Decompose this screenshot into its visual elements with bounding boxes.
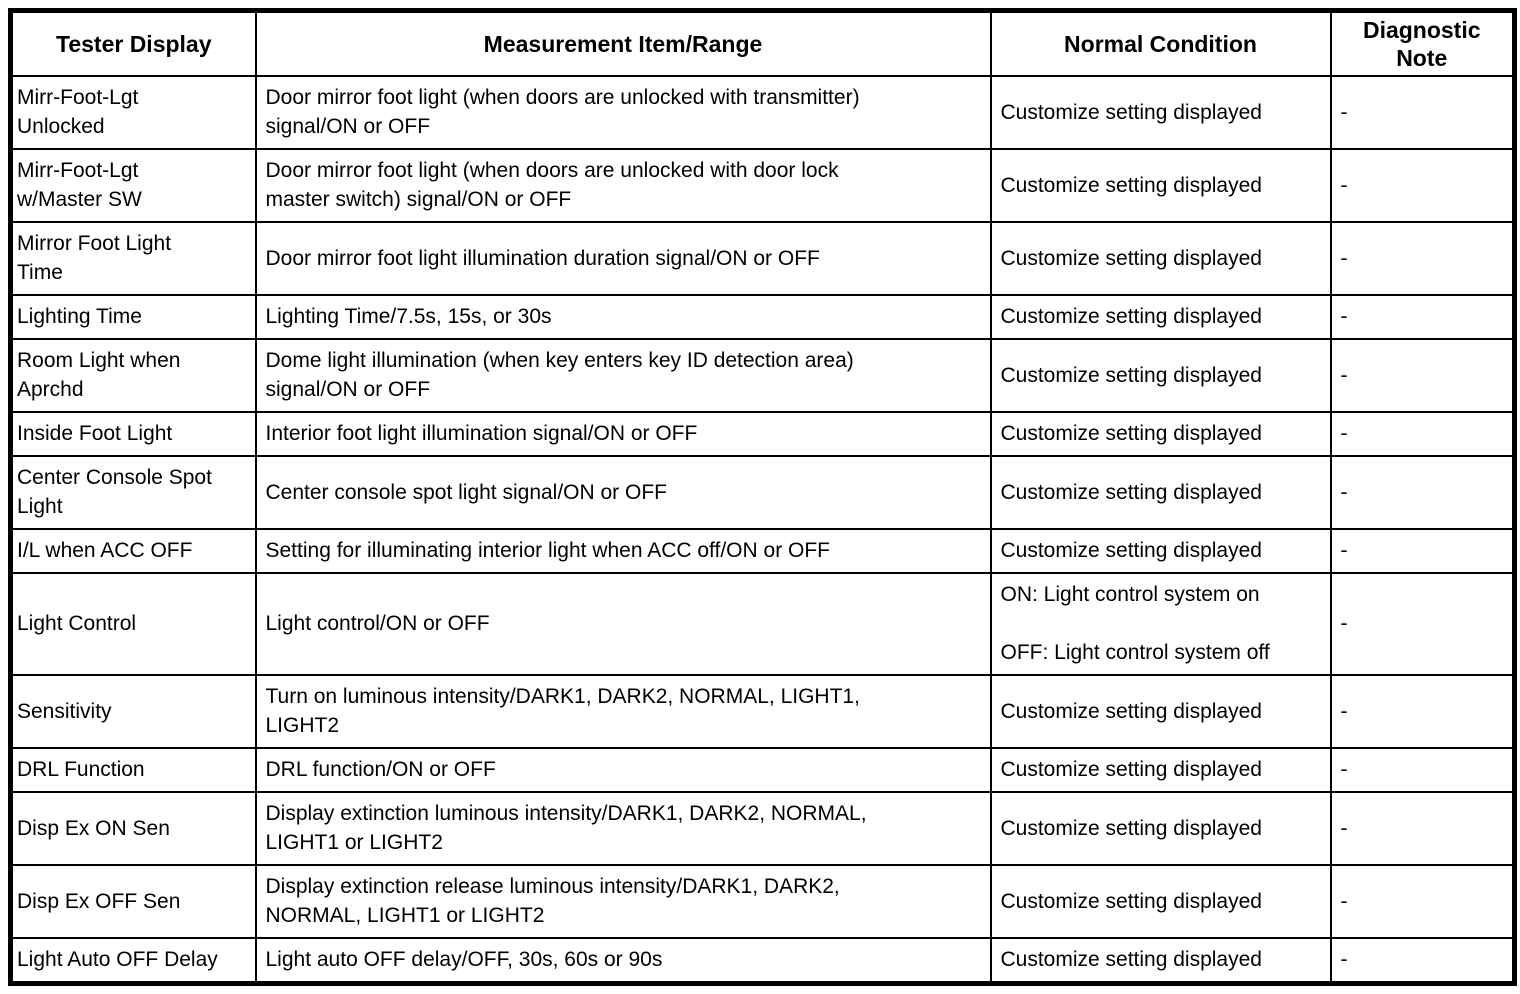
cell-measurement-item-range: Turn on luminous intensity/DARK1, DARK2,…: [254, 674, 992, 749]
cell-normal-condition: Customize setting displayed: [989, 528, 1332, 574]
cell-normal-condition: ON: Light control system on OFF: Light c…: [989, 572, 1332, 676]
cell-normal-condition: Customize setting displayed: [989, 148, 1332, 223]
cell-measurement-item-range: DRL function/ON or OFF: [254, 747, 992, 793]
cell-diagnostic-note: -: [1329, 411, 1516, 457]
cell-diagnostic-note: -: [1329, 338, 1516, 413]
cell-normal-condition: Customize setting displayed: [989, 75, 1332, 150]
cell-normal-condition: Customize setting displayed: [989, 791, 1332, 866]
cell-normal-condition: Customize setting displayed: [989, 411, 1332, 457]
cell-tester-display: Disp Ex OFF Sen: [9, 864, 257, 939]
cell-tester-display: Lighting Time: [9, 294, 257, 340]
cell-normal-condition: Customize setting displayed: [989, 864, 1332, 939]
header-tester-display: Tester Display: [9, 9, 257, 77]
cell-diagnostic-note: -: [1329, 674, 1516, 749]
cell-diagnostic-note: -: [1329, 75, 1516, 150]
cell-diagnostic-note: -: [1329, 528, 1516, 574]
cell-diagnostic-note: -: [1329, 747, 1516, 793]
header-measurement-item-range: Measurement Item/Range: [254, 9, 992, 77]
cell-normal-condition: Customize setting displayed: [989, 937, 1332, 985]
cell-normal-condition: Customize setting displayed: [989, 294, 1332, 340]
cell-measurement-item-range: Dome light illumination (when key enters…: [254, 338, 992, 413]
cell-diagnostic-note: -: [1329, 148, 1516, 223]
cell-diagnostic-note: -: [1329, 572, 1516, 676]
cell-measurement-item-range: Light control/ON or OFF: [254, 572, 992, 676]
cell-tester-display: DRL Function: [9, 747, 257, 793]
cell-diagnostic-note: -: [1329, 937, 1516, 985]
cell-tester-display: Light Control: [9, 572, 257, 676]
header-normal-condition: Normal Condition: [989, 9, 1332, 77]
cell-tester-display: Room Light when Aprchd: [9, 338, 257, 413]
cell-tester-display: Mirr-Foot-Lgt w/Master SW: [9, 148, 257, 223]
cell-diagnostic-note: -: [1329, 791, 1516, 866]
table-header: Tester Display Measurement Item/Range No…: [9, 9, 1516, 77]
table-header-row: Tester Display Measurement Item/Range No…: [9, 9, 1516, 77]
cell-tester-display: Light Auto OFF Delay: [9, 937, 257, 985]
cell-tester-display: Mirror Foot Light Time: [9, 221, 257, 296]
cell-measurement-item-range: Display extinction luminous intensity/DA…: [254, 791, 992, 866]
header-diagnostic-note: Diagnostic Note: [1329, 9, 1516, 77]
cell-measurement-item-range: Setting for illuminating interior light …: [254, 528, 992, 574]
cell-tester-display: I/L when ACC OFF: [9, 528, 257, 574]
cell-tester-display: Inside Foot Light: [9, 411, 257, 457]
cell-diagnostic-note: -: [1329, 294, 1516, 340]
cell-normal-condition: Customize setting displayed: [989, 338, 1332, 413]
cell-tester-display: Disp Ex ON Sen: [9, 791, 257, 866]
data-list-table: Tester Display Measurement Item/Range No…: [8, 8, 1517, 986]
cell-measurement-item-range: Center console spot light signal/ON or O…: [254, 455, 992, 530]
cell-diagnostic-note: -: [1329, 221, 1516, 296]
cell-normal-condition: Customize setting displayed: [989, 674, 1332, 749]
cell-normal-condition: Customize setting displayed: [989, 455, 1332, 530]
cell-normal-condition: Customize setting displayed: [989, 747, 1332, 793]
cell-measurement-item-range: Door mirror foot light illumination dura…: [254, 221, 992, 296]
cell-diagnostic-note: -: [1329, 455, 1516, 530]
cell-measurement-item-range: Door mirror foot light (when doors are u…: [254, 75, 992, 150]
cell-normal-condition: Customize setting displayed: [989, 221, 1332, 296]
cell-measurement-item-range: Door mirror foot light (when doors are u…: [254, 148, 992, 223]
cell-tester-display: Center Console Spot Light: [9, 455, 257, 530]
cell-measurement-item-range: Display extinction release luminous inte…: [254, 864, 992, 939]
cell-measurement-item-range: Light auto OFF delay/OFF, 30s, 60s or 90…: [254, 937, 992, 985]
cell-tester-display: Mirr-Foot-Lgt Unlocked: [9, 75, 257, 150]
cell-diagnostic-note: -: [1329, 864, 1516, 939]
cell-measurement-item-range: Lighting Time/7.5s, 15s, or 30s: [254, 294, 992, 340]
cell-measurement-item-range: Interior foot light illumination signal/…: [254, 411, 992, 457]
cell-tester-display: Sensitivity: [9, 674, 257, 749]
